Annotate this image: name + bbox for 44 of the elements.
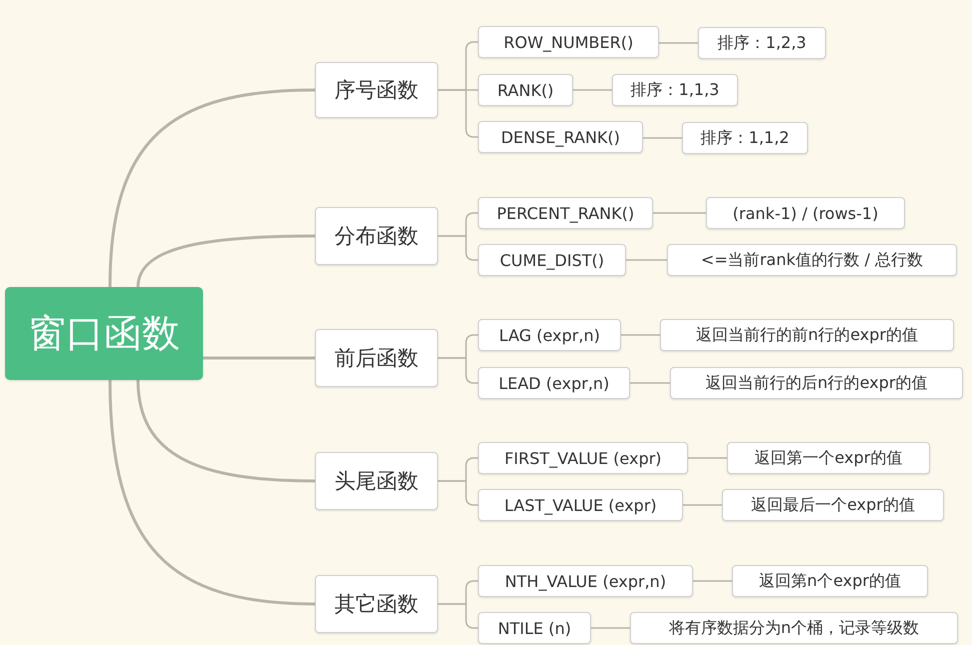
function-box: CUME_DIST() — [478, 244, 626, 276]
description-box: (rank-1) / (rows-1) — [706, 197, 905, 229]
description-box: 返回当前行的后n行的expr的值 — [670, 367, 963, 399]
connector-line — [653, 212, 706, 214]
connector-line — [688, 457, 727, 459]
description-box: 排序：1,1,3 — [612, 74, 738, 106]
connector-line — [108, 380, 316, 606]
description-box: 返回第一个expr的值 — [727, 442, 930, 474]
function-box: DENSE_RANK() — [478, 121, 643, 153]
function-box: LAG (expr,n) — [478, 319, 621, 351]
category-box: 其它函数 — [315, 575, 438, 633]
connector-line — [136, 234, 316, 288]
connector-line — [659, 42, 698, 44]
connector-line — [203, 356, 315, 360]
description-box: 返回当前行的前n行的expr的值 — [660, 319, 954, 351]
category-box: 头尾函数 — [315, 452, 438, 510]
function-box: NTH_VALUE (expr,n) — [478, 565, 693, 597]
category-box: 前后函数 — [315, 329, 438, 387]
function-box: LAST_VALUE (expr) — [478, 489, 683, 521]
connector-line — [683, 504, 722, 506]
connector-line — [136, 380, 316, 482]
connector-line — [630, 382, 670, 384]
function-box: ROW_NUMBER() — [478, 26, 659, 58]
function-box: LEAD (expr,n) — [478, 367, 630, 399]
category-box: 序号函数 — [315, 62, 438, 118]
connector-line — [643, 137, 682, 139]
connector-line — [626, 259, 667, 261]
function-box: RANK() — [478, 74, 573, 106]
connector-line — [693, 580, 732, 582]
connector-line — [108, 88, 316, 288]
description-box: 将有序数据分为n个桶，记录等级数 — [630, 612, 958, 644]
description-box: 排序：1,2,3 — [698, 27, 826, 59]
description-box: 返回第n个expr的值 — [732, 565, 928, 597]
connector-line — [591, 627, 630, 629]
description-box: <=当前rank值的行数 / 总行数 — [667, 244, 957, 276]
category-box: 分布函数 — [315, 207, 438, 265]
description-box: 排序：1,1,2 — [682, 122, 808, 154]
function-box: FIRST_VALUE (expr) — [478, 442, 688, 474]
description-box: 返回最后一个expr的值 — [722, 489, 944, 521]
function-box: NTILE (n) — [478, 612, 591, 644]
connector-line — [621, 334, 660, 336]
connector-line — [573, 89, 612, 91]
root-topic-box: 窗口函数 — [5, 287, 203, 380]
function-box: PERCENT_RANK() — [478, 197, 653, 229]
